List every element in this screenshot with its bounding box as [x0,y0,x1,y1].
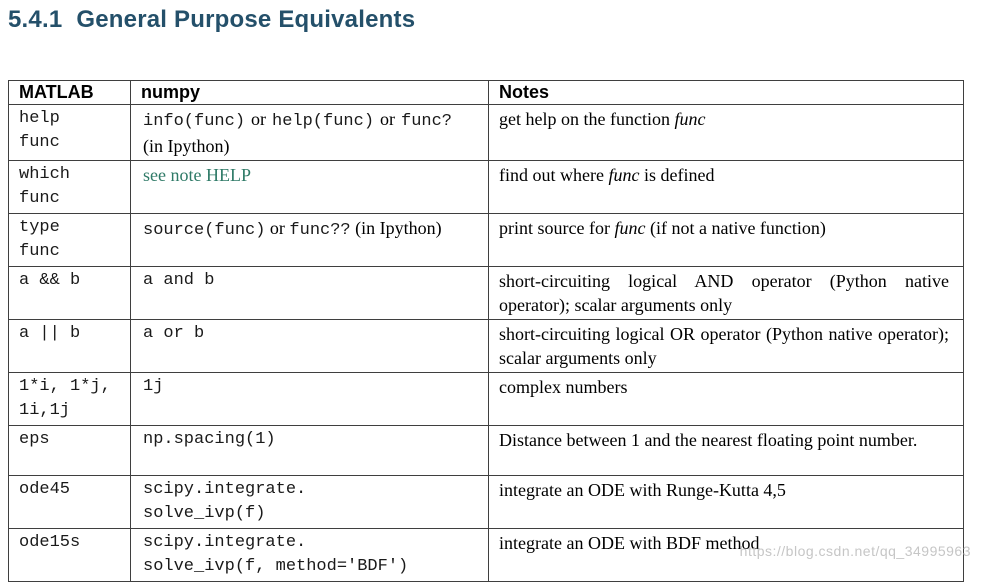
notes-cell: integrate an ODE with Runge-Kutta 4,5 [488,475,964,529]
text-segment: scipy.integrate. solve_ivp(f, method='BD… [143,533,409,576]
matlab-cell: type func [8,213,131,267]
matlab-cell: help func [8,104,131,161]
table-row: a || b a or b short-circuiting logical OR … [8,319,964,373]
notes-cell: print source for func (if not a native f… [488,213,964,267]
table-row: 1*i, 1*j, 1i,1j 1j complex numbers [8,372,964,426]
text-segment: Distance between 1 and the nearest float… [499,430,918,450]
numpy-cell: info(func) or help(func) or func? (in Ip… [130,104,489,161]
column-header-matlab: MATLAB [8,80,131,105]
matlab-code: type func [19,218,60,261]
text-segment: short-circuiting logical AND operator (P… [499,271,954,315]
text-segment: 1j [143,377,164,396]
emphasized-term: func [608,165,640,185]
numpy-cell: a and b [130,266,489,320]
table-row: help func info(func) or help(func) or fun… [8,104,964,161]
table-row: which func see note HELP find out where fu… [8,160,964,214]
text-segment: short-circuiting logical OR operator (Py… [499,324,954,368]
matlab-code: ode15s [19,533,81,552]
text-segment: help(func) [272,112,375,131]
matlab-code: 1*i, 1*j, 1i,1j [19,377,111,420]
section-title: General Purpose Equivalents [76,6,416,33]
text-segment: is defined [639,165,715,185]
text-segment: func?? [289,221,351,240]
numpy-cell: np.spacing(1) [130,425,489,476]
text-segment: (in Ipython) [350,218,442,238]
table-row: a && b a and b short-circuiting logical AN… [8,266,964,320]
numpy-cell: source(func) or func?? (in Ipython) [130,213,489,267]
matlab-cell: a || b [8,319,131,373]
notes-cell: complex numbers [488,372,964,426]
text-segment: or [374,109,401,129]
notes-cell: short-circuiting logical OR operator (Py… [488,319,964,373]
text-segment: complex numbers [499,377,628,397]
matlab-code: ode45 [19,480,71,499]
matlab-code: a && b [19,271,81,290]
text-segment: scipy.integrate. solve_ivp(f) [143,480,307,523]
text-segment: print source for [499,218,615,238]
notes-cell: find out where func is defined [488,160,964,214]
column-header-notes: Notes [488,80,964,105]
text-segment: a and b [143,271,215,290]
matlab-cell: ode45 [8,475,131,529]
text-segment: info(func) [143,112,246,131]
table-row: ode45 scipy.integrate. solve_ivp(f) integr… [8,475,964,529]
text-segment: (in Ipython) [143,109,457,156]
section-number: 5.4.1 [8,6,63,33]
text-segment: source(func) [143,221,266,240]
table-row: eps np.spacing(1) Distance between 1 and t… [8,425,964,476]
table-row: type func source(func) or func?? (in Ipyt… [8,213,964,267]
matlab-cell: 1*i, 1*j, 1i,1j [8,372,131,426]
text-segment: get help on the function [499,109,675,129]
section-heading: 5.4.1 General Purpose Equivalents [8,6,415,34]
column-header-numpy: numpy [130,80,489,105]
text-segment: or [265,218,290,238]
matlab-code: help func [19,109,60,152]
matlab-code: a || b [19,324,81,343]
matlab-cell: a && b [8,266,131,320]
text-segment: func? [401,112,453,131]
matlab-code: which func [19,165,71,208]
equivalents-table: MATLAB numpy Notes help func info(func) o… [8,80,964,582]
text-segment: find out where [499,165,609,185]
matlab-cell: eps [8,425,131,476]
matlab-cell: which func [8,160,131,214]
emphasized-term: func [614,218,646,238]
notes-cell: Distance between 1 and the nearest float… [488,425,964,476]
notes-cell: short-circuiting logical AND operator (P… [488,266,964,320]
table-body: help func info(func) or help(func) or fun… [8,104,964,582]
numpy-cell: scipy.integrate. solve_ivp(f, method='BD… [130,528,489,582]
watermark: https://blog.csdn.net/qq_34995963 [739,543,971,559]
numpy-cell: a or b [130,319,489,373]
numpy-cell: see note HELP [130,160,489,214]
matlab-code: eps [19,430,50,449]
text-segment: (if not a native function) [645,218,826,238]
text-segment: integrate an ODE with BDF method [499,533,760,553]
table-header-row: MATLAB numpy Notes [8,80,964,105]
notes-cell: get help on the function func [488,104,964,161]
matlab-cell: ode15s [8,528,131,582]
numpy-cell: 1j [130,372,489,426]
see-note-help-link[interactable]: see note HELP [143,165,251,185]
numpy-cell: scipy.integrate. solve_ivp(f) [130,475,489,529]
text-segment: or [245,109,272,129]
text-segment: a or b [143,324,205,343]
emphasized-term: func [674,109,706,129]
text-segment: integrate an ODE with Runge-Kutta 4,5 [499,480,786,500]
text-segment: np.spacing(1) [143,430,276,449]
